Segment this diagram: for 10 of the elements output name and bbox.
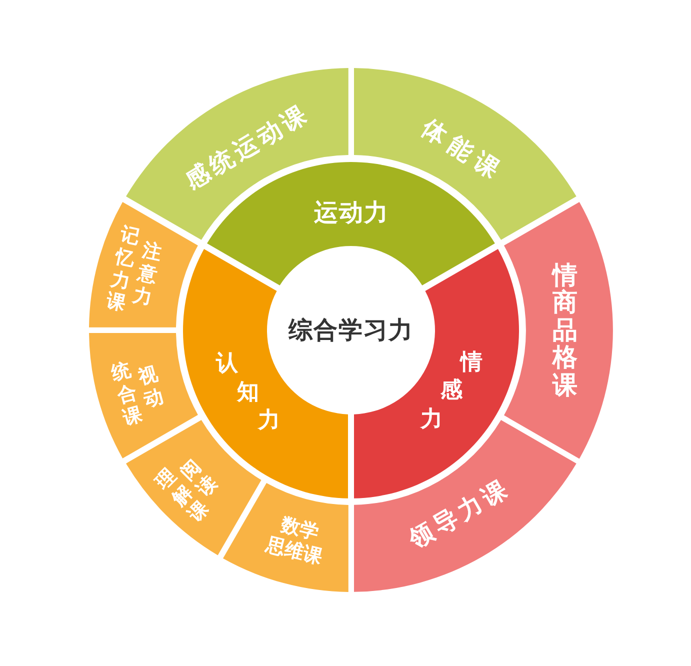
- category-label: 认知力: [216, 350, 280, 436]
- course-label: 数学思维课: [263, 512, 326, 570]
- center-title: 综合学习力: [288, 315, 414, 346]
- course-label: 体能课: [415, 112, 510, 188]
- category-label: 运动力: [312, 198, 389, 228]
- course-label: 感统运动课: [179, 98, 316, 197]
- course-label: 阅读理解课: [152, 454, 223, 526]
- course-label: 领导力课: [403, 474, 516, 556]
- category-label: 情感力: [420, 348, 483, 434]
- course-label: 情商品格课: [552, 261, 578, 399]
